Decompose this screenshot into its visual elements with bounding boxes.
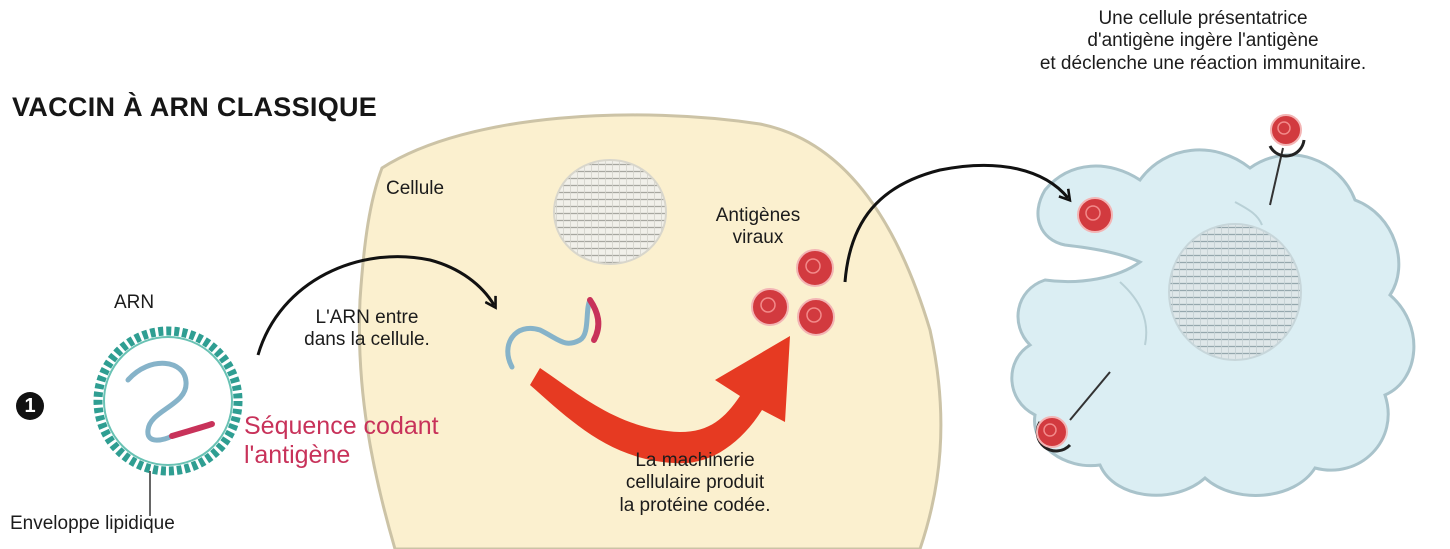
antigen-sphere-icon (797, 250, 833, 286)
label-sequence-line: l'antigène (244, 441, 439, 470)
label-apc-line: et déclenche une réaction immunitaire. (960, 53, 1446, 75)
antigen-sphere-icon (798, 299, 834, 335)
label-enveloppe: Enveloppe lipidique (10, 513, 175, 535)
label-machinerie: La machinerie cellulaire produit la prot… (560, 450, 830, 517)
step-number-badge: 1 (16, 392, 44, 420)
label-machinerie-line: cellulaire produit (560, 472, 830, 494)
nucleus-icon (554, 160, 666, 264)
antigen-sphere-icon (1078, 198, 1112, 232)
label-arn-entre-line: dans la cellule. (262, 329, 472, 351)
lipid-envelope (98, 331, 238, 471)
label-sequence: Séquence codant l'antigène (244, 412, 439, 470)
label-apc-line: d'antigène ingère l'antigène (960, 30, 1446, 52)
antigen-sphere-icon (752, 289, 788, 325)
label-machinerie-line: la protéine codée. (560, 495, 830, 517)
label-antigenes-line: viraux (690, 227, 826, 249)
apc-nucleus-icon (1169, 224, 1301, 360)
label-machinerie-line: La machinerie (560, 450, 830, 472)
label-sequence-line: Séquence codant (244, 412, 439, 441)
label-apc-line: Une cellule présentatrice (960, 8, 1446, 30)
label-cellule: Cellule (386, 178, 444, 200)
label-apc: Une cellule présentatrice d'antigène ing… (960, 8, 1446, 75)
label-arn: ARN (114, 292, 154, 314)
diagram-title: VACCIN À ARN CLASSIQUE (12, 92, 377, 124)
label-antigenes-line: Antigènes (690, 205, 826, 227)
antigen-sphere-icon (1037, 417, 1067, 447)
label-arn-entre: L'ARN entre dans la cellule. (262, 307, 472, 352)
antigen-sphere-icon (1271, 115, 1301, 145)
label-antigenes: Antigènes viraux (690, 205, 826, 250)
label-arn-entre-line: L'ARN entre (262, 307, 472, 329)
